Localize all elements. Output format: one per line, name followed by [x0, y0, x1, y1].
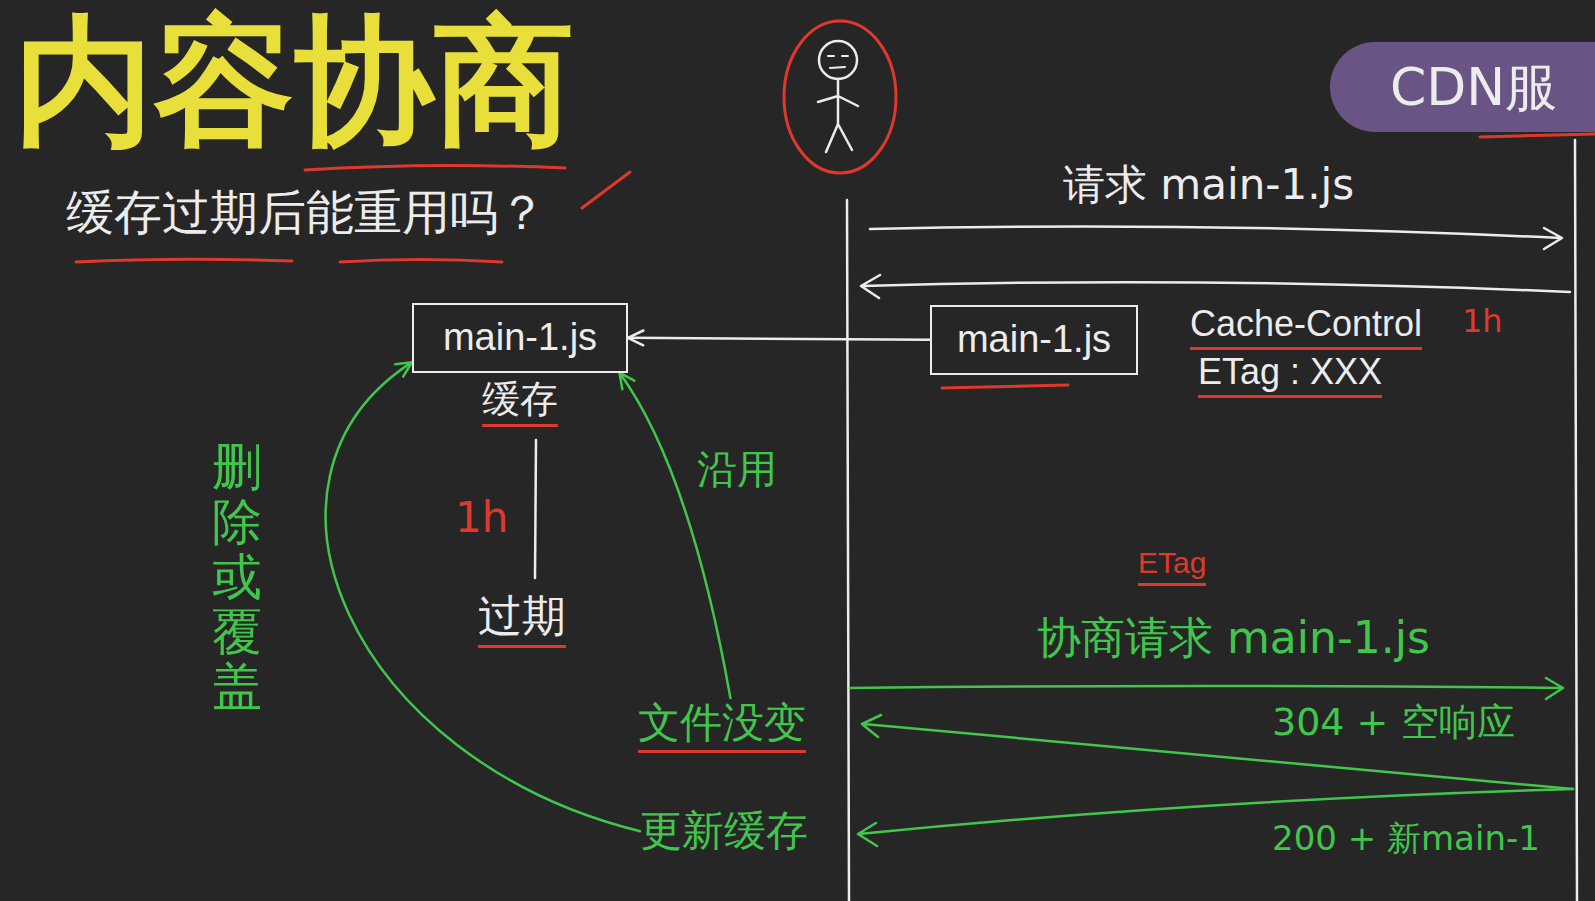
edge-label-holder: 删除或覆盖 — [212, 440, 262, 715]
node-text: 更新缓存 — [640, 806, 808, 856]
label-holder: 304 + 空响应 — [1272, 700, 1515, 746]
connector — [619, 373, 730, 698]
duration-value: 1h — [1462, 302, 1503, 340]
underline-stroke — [1480, 134, 1595, 137]
server-lifeline — [1575, 140, 1577, 901]
box-frame: main-1.js — [930, 305, 1138, 375]
node-text: main-1.js — [957, 317, 1111, 363]
label-holder: 200 + 新main-1 — [1272, 818, 1540, 859]
arrowhead — [395, 362, 412, 377]
header-value: ETag : XXX — [1198, 350, 1382, 398]
file-box: main-1.js — [930, 305, 1138, 375]
client-lifeline — [847, 200, 849, 901]
title-holder: 内容协商 — [14, 12, 574, 152]
connector — [628, 331, 930, 346]
response-label: 200 + 新main-1 — [1272, 818, 1540, 859]
underline-stroke — [942, 385, 1068, 388]
label-holder: 过期 — [478, 590, 566, 648]
tick-stroke — [582, 172, 630, 208]
action-node: 更新缓存 — [640, 806, 808, 856]
arrowhead — [628, 331, 643, 346]
title-text: 内容协商 — [14, 12, 574, 152]
edge-label: 沿用 — [697, 445, 777, 493]
cache-box: main-1.js 缓存 — [412, 303, 628, 427]
state-node: 文件没变 — [638, 698, 806, 753]
person-head — [819, 41, 857, 79]
label-holder: ETag — [1138, 545, 1206, 586]
response-arrow — [861, 275, 1570, 298]
connector — [326, 362, 640, 831]
header-name: Cache-Control — [1190, 302, 1422, 350]
underline-stroke — [76, 259, 292, 262]
node-caption: 缓存 — [482, 377, 558, 428]
duration-line — [535, 440, 536, 578]
message-label: 协商请求 main-1.js — [1037, 612, 1430, 665]
header-name: ETag — [1138, 545, 1206, 586]
underline-stroke — [305, 165, 565, 170]
label-holder: 1h — [455, 493, 508, 543]
duration-value: 1h — [455, 493, 508, 543]
label-holder: 请求 main-1.js — [1063, 160, 1354, 210]
edge-label-holder: 沿用 — [697, 445, 777, 493]
server-band: CDN服 — [1330, 42, 1595, 132]
node-text: 文件没变 — [638, 698, 806, 753]
question-text: 缓存过期后能重用吗？ — [66, 184, 546, 242]
request-arrow — [870, 226, 1562, 249]
person-body — [818, 79, 858, 152]
connector-line — [326, 362, 640, 831]
state-label: 过期 — [478, 590, 566, 648]
connector-line — [619, 373, 730, 698]
node-text: CDN服 — [1390, 42, 1557, 132]
underline-stroke — [340, 260, 502, 263]
label-holder: 缓存过期后能重用吗？ — [66, 184, 546, 242]
edge-label: 删除或覆盖 — [212, 440, 262, 715]
label-holder: 1h — [1462, 302, 1503, 340]
arrowhead — [619, 373, 634, 390]
node-text: main-1.js — [443, 315, 597, 361]
message-label: 请求 main-1.js — [1063, 160, 1354, 210]
label-holder: ETag : XXX — [1198, 350, 1382, 398]
box-frame: main-1.js — [412, 303, 628, 373]
negotiation-arrow — [850, 678, 1563, 699]
label-holder: 协商请求 main-1.js — [1037, 612, 1430, 665]
label-holder: Cache-Control — [1190, 302, 1422, 350]
connector-line — [628, 338, 930, 340]
person-face — [828, 56, 848, 68]
response-label: 304 + 空响应 — [1272, 700, 1515, 746]
person-circle — [784, 21, 896, 173]
